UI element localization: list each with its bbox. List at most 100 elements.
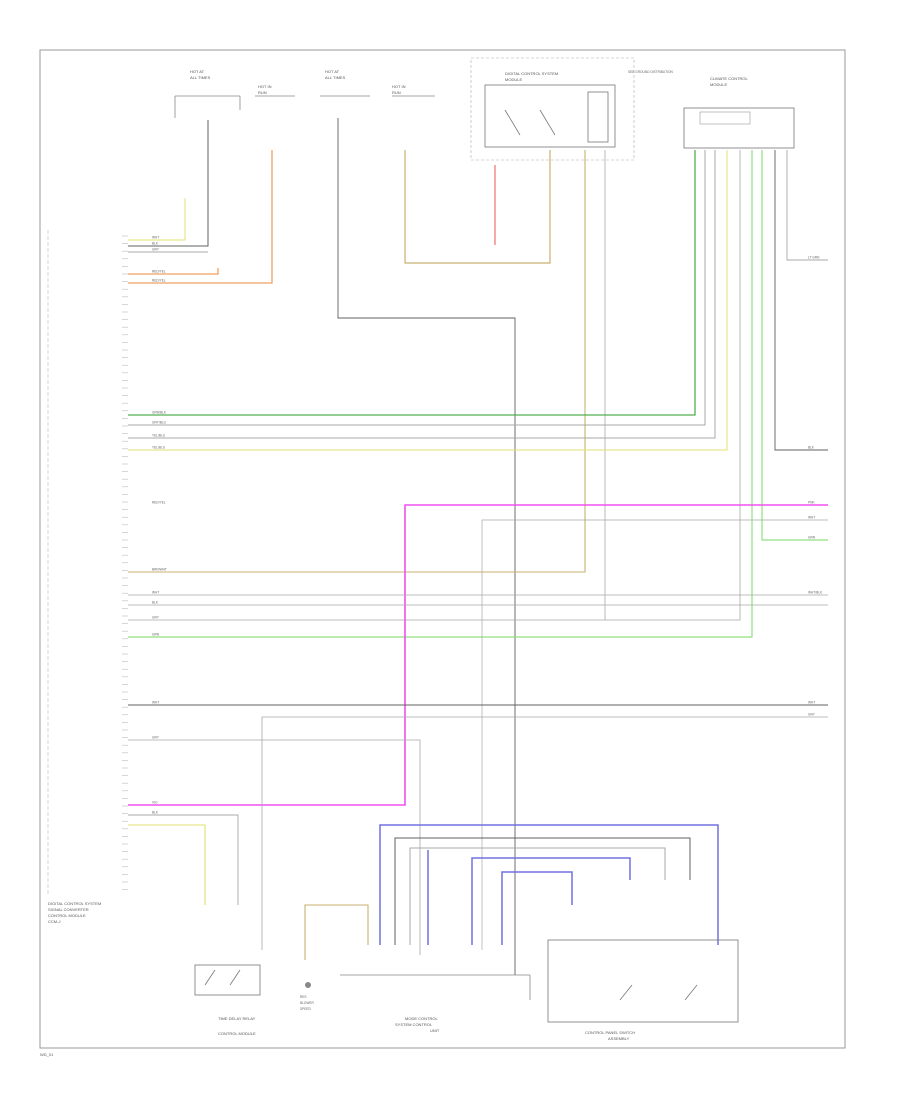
svg-text:CONTROL MODULE: CONTROL MODULE bbox=[48, 913, 86, 918]
svg-text:UNIT: UNIT bbox=[430, 1028, 440, 1033]
wire-label: GRY bbox=[152, 736, 160, 740]
wire-label: WHT bbox=[152, 236, 159, 240]
top-fuse-2: HOT IN RUN bbox=[255, 84, 295, 97]
wire-label: RED/YEL bbox=[152, 279, 166, 283]
top-fuse-1: HOT AT ALL TIMES bbox=[174, 69, 241, 118]
wire-tan-top bbox=[404, 150, 551, 264]
wire-gray-10 bbox=[128, 814, 239, 905]
wire-label: WHT bbox=[808, 701, 815, 705]
wire-orange-1 bbox=[128, 268, 219, 275]
wire-label: PNK bbox=[808, 501, 815, 505]
footer-code: WD_01 bbox=[40, 1052, 54, 1057]
right-wire-labels: LT GRN BLK PNK WHT GRN WHT/BLK WHT GRY bbox=[808, 256, 823, 717]
left-wire-labels: WHT BLK GRY RED/YEL RED/YEL GRN/BLK GRY/BLU YEL… bbox=[152, 236, 167, 815]
wire-yellow-3 bbox=[128, 824, 206, 905]
wire-tan-mid bbox=[128, 150, 586, 573]
relay-module: DIGITAL CONTROL SYSTEM MODULE bbox=[470, 57, 635, 161]
wire-label: YEL/BLU bbox=[152, 434, 166, 438]
wire-label: GRY/BLU bbox=[152, 421, 167, 425]
wire-label: BLK bbox=[152, 601, 159, 605]
svg-text:MODE CONTROL: MODE CONTROL bbox=[405, 1016, 438, 1021]
wire-green-1 bbox=[128, 150, 696, 416]
wire-dark-b1 bbox=[394, 837, 691, 945]
svg-text:RUN: RUN bbox=[392, 90, 401, 95]
wire-gray-5 bbox=[481, 519, 828, 950]
top-fuse-4: HOT IN RUN bbox=[392, 84, 435, 97]
wire-tan-bottom bbox=[304, 904, 369, 960]
wire-yellow-2 bbox=[128, 150, 728, 451]
svg-text:SPEED: SPEED bbox=[300, 1007, 312, 1011]
wire-label: BLK bbox=[152, 242, 159, 246]
svg-text:RUN: RUN bbox=[258, 90, 267, 95]
svg-text:HOT AT: HOT AT bbox=[325, 69, 340, 74]
wire-label: RED/YEL bbox=[152, 270, 166, 274]
svg-text:CCM-J: CCM-J bbox=[48, 919, 60, 924]
wire-label: LT GRN bbox=[808, 256, 820, 260]
left-module-label: DIGITAL CONTROL SYSTEM SIGNAL CONVERTER … bbox=[48, 901, 101, 924]
svg-text:HOT IN: HOT IN bbox=[258, 84, 272, 89]
svg-text:RES: RES bbox=[300, 995, 307, 999]
wire-gray-b2 bbox=[409, 847, 666, 945]
top-fuse-3: HOT AT ALL TIMES bbox=[320, 69, 370, 97]
svg-text:CLIMATE CONTROL: CLIMATE CONTROL bbox=[710, 76, 748, 81]
svg-text:ALL TIMES: ALL TIMES bbox=[190, 75, 211, 80]
wire-label: GRY bbox=[152, 616, 160, 620]
control-panel-switch: CONTROL PANEL SWITCH ASSEMBLY bbox=[547, 939, 739, 1041]
climate-module: CLIMATE CONTROL MODULE bbox=[683, 76, 795, 149]
svg-text:DIGITAL CONTROL SYSTEM: DIGITAL CONTROL SYSTEM bbox=[48, 901, 101, 906]
svg-text:HOT IN: HOT IN bbox=[392, 84, 406, 89]
wire-yellow-top bbox=[128, 198, 186, 241]
wire-label: BLK bbox=[152, 811, 159, 815]
wire-dark-top bbox=[128, 120, 209, 247]
wire-gray-2 bbox=[128, 150, 706, 426]
wire-label: WHT bbox=[152, 701, 159, 705]
wire-label: WHT bbox=[808, 516, 815, 520]
wire-dark-right bbox=[774, 150, 828, 451]
wire-label: GRN/BLK bbox=[152, 411, 167, 415]
svg-text:ALL TIMES: ALL TIMES bbox=[325, 75, 346, 80]
wire-lgreen-1 bbox=[128, 150, 753, 638]
wire-label: GRY bbox=[808, 713, 816, 717]
svg-text:ASSEMBLY: ASSEMBLY bbox=[608, 1036, 630, 1041]
wire-label: WHT bbox=[152, 591, 159, 595]
wire-blue-1 bbox=[379, 824, 719, 945]
wire-label: GRY bbox=[152, 248, 160, 252]
svg-text:SYSTEM CONTROL: SYSTEM CONTROL bbox=[395, 1022, 433, 1027]
svg-text:CONTROL MODULE: CONTROL MODULE bbox=[218, 1031, 256, 1036]
svg-text:SIGNAL CONVERTER: SIGNAL CONVERTER bbox=[48, 907, 89, 912]
wire-gray-3 bbox=[128, 150, 716, 439]
wire-label: VIO bbox=[152, 801, 158, 805]
svg-text:CONTROL PANEL SWITCH: CONTROL PANEL SWITCH bbox=[585, 1030, 635, 1035]
svg-text:HOT AT: HOT AT bbox=[190, 69, 205, 74]
wire-gray-right bbox=[786, 150, 828, 261]
svg-text:MODULE: MODULE bbox=[710, 82, 727, 87]
diagram-frame bbox=[39, 49, 846, 1049]
wire-label: RED/YEL bbox=[152, 501, 166, 505]
blower-resistor: RES BLOWER SPEED bbox=[300, 982, 315, 1011]
wire-lgreen-2 bbox=[761, 150, 828, 541]
wire-dark-long bbox=[337, 118, 516, 975]
wire-label: BRN/WHT bbox=[152, 568, 167, 572]
left-connector bbox=[47, 230, 128, 895]
side-note: SEE GROUND DISTRIBUTION bbox=[628, 70, 674, 74]
svg-text:BLOWER: BLOWER bbox=[300, 1001, 315, 1005]
wire-label: BLK bbox=[808, 446, 815, 450]
wire-label: WHT/BLK bbox=[808, 591, 823, 595]
wire-blue-3 bbox=[471, 857, 631, 945]
time-delay-relay: TIME DELAY RELAY CONTROL MODULE bbox=[194, 964, 261, 1036]
wires bbox=[128, 118, 828, 975]
wire-label: GRN bbox=[808, 536, 816, 540]
wire-gray-4 bbox=[128, 150, 741, 621]
mode-control-unit: MODE CONTROL SYSTEM CONTROL UNIT bbox=[340, 974, 531, 1033]
svg-text:MODULE: MODULE bbox=[505, 77, 522, 82]
wire-gray-9 bbox=[128, 739, 421, 955]
wire-blue-4 bbox=[501, 871, 573, 945]
wire-label: YEL/BLU bbox=[152, 446, 166, 450]
wire-magenta bbox=[128, 504, 828, 806]
svg-text:TIME DELAY RELAY: TIME DELAY RELAY bbox=[218, 1016, 256, 1021]
wire-label: GRN bbox=[152, 633, 160, 637]
svg-text:DIGITAL CONTROL SYSTEM: DIGITAL CONTROL SYSTEM bbox=[505, 71, 558, 76]
wire-gray-8 bbox=[261, 716, 828, 950]
wire-orange-2 bbox=[128, 150, 273, 284]
